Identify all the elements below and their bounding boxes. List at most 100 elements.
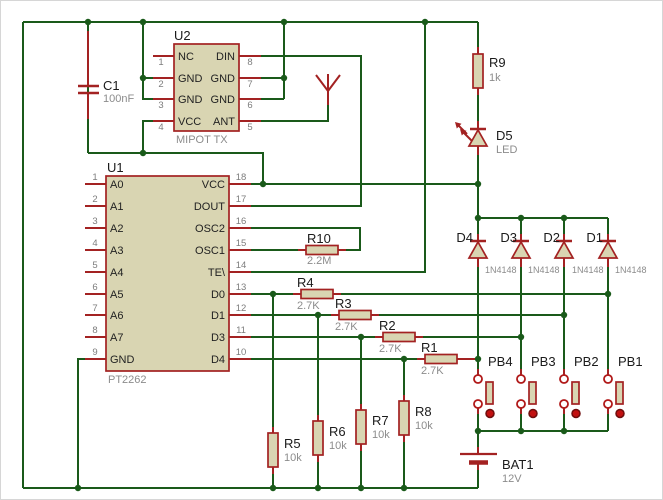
pin-name: D4 — [211, 354, 225, 366]
pin-name: OSC1 — [195, 245, 225, 257]
r10-resistor-body — [305, 244, 339, 256]
pin-number: 3 — [158, 100, 163, 111]
pin-name: A4 — [110, 267, 123, 279]
pin-name: GND — [211, 73, 236, 85]
pin-number: 12 — [236, 303, 247, 314]
pin-name: TE\ — [208, 267, 226, 279]
pin-name: A5 — [110, 289, 123, 301]
r1-ref-label: R1 — [421, 340, 438, 355]
bat1-battery-symbol — [460, 452, 497, 465]
r7-resistor-body — [355, 409, 367, 445]
r3-value-label: 2.7K — [335, 321, 358, 333]
d1-ref-label: D1 — [586, 230, 603, 245]
r4-value-label: 2.7K — [297, 300, 320, 312]
antenna-icon — [315, 74, 341, 105]
diode-d3-symbol — [510, 239, 532, 259]
r9-resistor-body — [472, 53, 484, 89]
pb4-button-symbol — [473, 374, 495, 419]
pin-number: 2 — [92, 194, 97, 205]
r5-ref-label: R5 — [284, 436, 301, 451]
u2-pin3-wire — [142, 78, 153, 100]
r10-value-label: 2.2M — [307, 255, 331, 267]
pin-name: OSC2 — [195, 223, 225, 235]
diode-d1-symbol — [597, 239, 619, 259]
pin-name: A6 — [110, 310, 123, 322]
r3-ref-label: R3 — [335, 296, 352, 311]
d4-value-label: 1N4148 — [485, 265, 517, 275]
pin-number: 15 — [236, 238, 247, 249]
pin-name: NC — [178, 51, 194, 63]
pin-name: D1 — [211, 310, 225, 322]
r5-resistor-body — [267, 432, 279, 468]
pin-name: A7 — [110, 332, 123, 344]
c1-value-label: 100nF — [103, 93, 134, 105]
pin-name: ANT — [213, 116, 235, 128]
r2-value-label: 2.7K — [379, 343, 402, 355]
u1-gnd-wire — [77, 358, 85, 488]
pin-number: 7 — [92, 303, 97, 314]
d3-ref-label: D3 — [500, 230, 517, 245]
pin-number: 6 — [247, 100, 252, 111]
diode-d2-symbol — [553, 239, 575, 259]
pin-name: D0 — [211, 289, 225, 301]
u2-ref-label: U2 — [174, 28, 191, 43]
r4-ref-label: R4 — [297, 275, 314, 290]
r9-value-label: 1k — [489, 72, 501, 84]
d5-value-label: LED — [496, 144, 517, 156]
pin-number: 14 — [236, 260, 247, 271]
r1-value-label: 2.7K — [421, 365, 444, 377]
pin-number: 9 — [92, 347, 97, 358]
pin-name: A2 — [110, 223, 123, 235]
pin-number: 4 — [158, 122, 163, 133]
r2-ref-label: R2 — [379, 318, 396, 333]
d2-ref-label: D2 — [543, 230, 560, 245]
r8-resistor-body — [398, 400, 410, 436]
u2-part-label: MIPOT TX — [176, 134, 228, 146]
pin-number: 13 — [236, 282, 247, 293]
ant-wire — [261, 103, 329, 122]
pin-name: DOUT — [194, 201, 225, 213]
pb2-button-symbol — [559, 374, 581, 419]
pin-name: VCC — [178, 116, 201, 128]
pin-number: 5 — [92, 260, 97, 271]
pin-number: 4 — [92, 238, 97, 249]
pb1-button-symbol — [603, 374, 625, 419]
pin-name: GND — [178, 73, 203, 85]
u1-part-label: PT2262 — [108, 374, 147, 386]
junction-dots — [74, 18, 612, 492]
pin-number: 1 — [158, 57, 163, 68]
pin-name: DIN — [216, 51, 235, 63]
d2-value-label: 1N4148 — [572, 265, 604, 275]
pb2-ref-label: PB2 — [574, 354, 599, 369]
pin-name: GND — [110, 354, 135, 366]
r1-resistor-body — [424, 353, 458, 365]
led-d5-symbol — [455, 122, 489, 147]
r9-ref-label: R9 — [489, 55, 506, 70]
pin-name: GND — [211, 94, 236, 106]
u2-chip-body — [173, 43, 240, 132]
pin-name: A1 — [110, 201, 123, 213]
pin-number: 7 — [247, 79, 252, 90]
r7-value-label: 10k — [372, 429, 390, 441]
r4-resistor-body — [300, 288, 334, 300]
pin-number: 2 — [158, 79, 163, 90]
r6-resistor-body — [312, 420, 324, 456]
bat1-ref-label: BAT1 — [502, 457, 534, 472]
pin-number: 11 — [236, 325, 246, 336]
pin-number: 8 — [92, 325, 97, 336]
vcc-link-wire — [88, 152, 264, 184]
u1-chip-body — [105, 175, 230, 372]
pin-number: 1 — [92, 172, 97, 183]
diode-d4-symbol — [467, 239, 489, 259]
r2-resistor-body — [382, 331, 416, 343]
r3-resistor-body — [338, 309, 372, 321]
r6-value-label: 10k — [329, 440, 347, 452]
pin-name: A0 — [110, 179, 123, 191]
pin-number: 6 — [92, 282, 97, 293]
pin-name: A3 — [110, 245, 123, 257]
u1-ref-label: U1 — [107, 160, 124, 175]
r8-ref-label: R8 — [415, 404, 432, 419]
d5-ref-label: D5 — [496, 128, 513, 143]
r5-value-label: 10k — [284, 452, 302, 464]
